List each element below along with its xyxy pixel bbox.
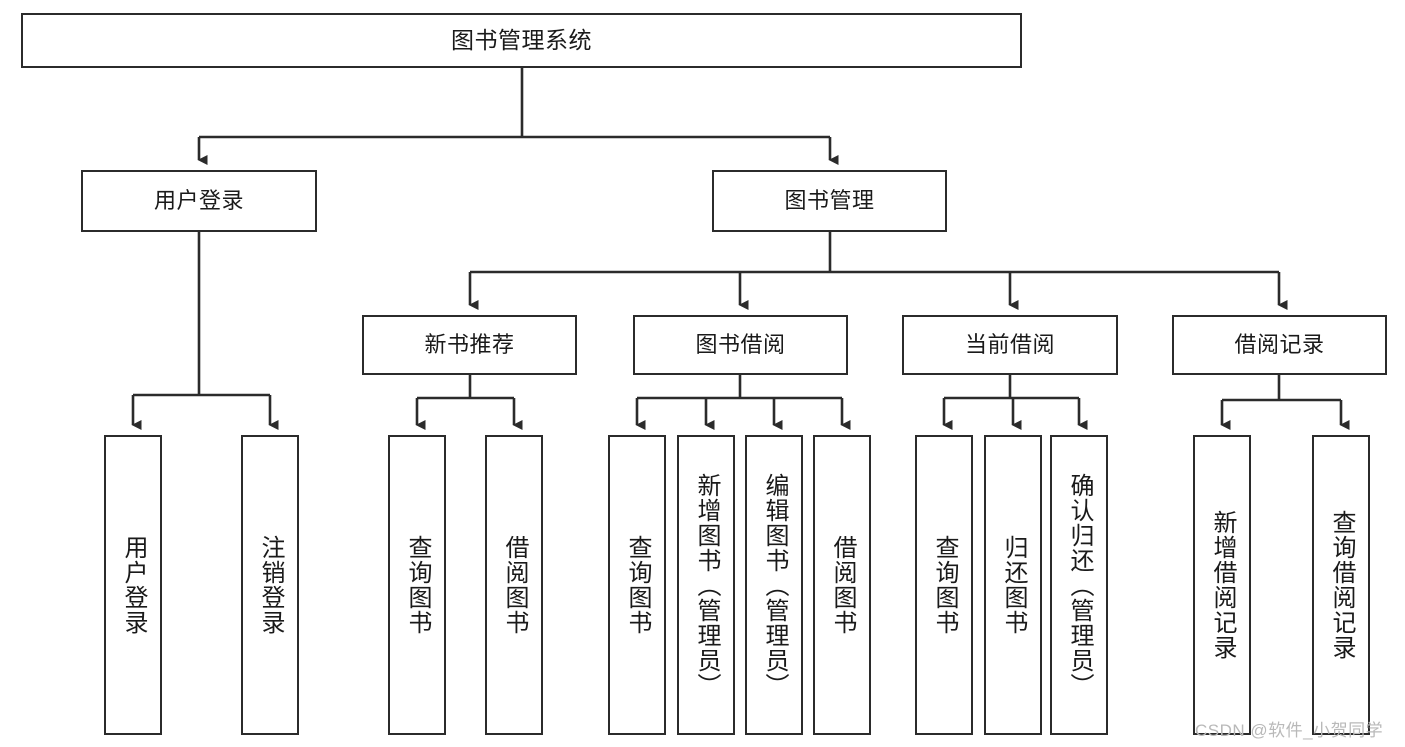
node-leaf-add-borrow-record[interactable]: 新增借阅记录	[1193, 435, 1251, 735]
node-borrow-record[interactable]: 借阅记录	[1172, 315, 1387, 375]
node-label: 图书管理	[784, 188, 875, 213]
node-label: 当前借阅	[964, 332, 1055, 357]
node-leaf-query-book-borrow[interactable]: 查询图书	[608, 435, 666, 735]
edges-borrowrecord-to-leaves	[1220, 375, 1350, 430]
node-label: 新书推荐	[424, 332, 515, 357]
node-label: 查询图书	[623, 535, 651, 635]
node-leaf-return-book[interactable]: 归还图书	[984, 435, 1042, 735]
node-leaf-confirm-return-admin[interactable]: 确认归还（管理员）	[1050, 435, 1108, 735]
node-leaf-logout-login[interactable]: 注销登录	[241, 435, 299, 735]
node-label: 编辑图书（管理员）	[760, 472, 788, 698]
node-label: 查询图书	[403, 535, 431, 635]
node-leaf-add-book-admin[interactable]: 新增图书（管理员）	[677, 435, 735, 735]
edges-userlogin-to-leaves	[131, 232, 279, 430]
node-leaf-user-login[interactable]: 用户登录	[104, 435, 162, 735]
node-label: 图书管理系统	[451, 27, 592, 53]
node-label: 用户登录	[153, 188, 244, 213]
edges-root-to-level2	[197, 68, 839, 165]
node-label: 借阅记录	[1234, 332, 1325, 357]
node-user-login[interactable]: 用户登录	[81, 170, 317, 232]
node-label: 归还图书	[999, 535, 1027, 635]
node-label: 图书借阅	[695, 332, 786, 357]
node-label: 新增图书（管理员）	[692, 472, 720, 698]
node-label: 借阅图书	[828, 535, 856, 635]
edges-newbook-to-leaves	[415, 375, 523, 430]
node-leaf-borrow-book-rec[interactable]: 借阅图书	[485, 435, 543, 735]
node-leaf-query-book-current[interactable]: 查询图书	[915, 435, 973, 735]
node-leaf-query-book-rec[interactable]: 查询图书	[388, 435, 446, 735]
node-root-system[interactable]: 图书管理系统	[21, 13, 1022, 68]
node-leaf-query-borrow-record[interactable]: 查询借阅记录	[1312, 435, 1370, 735]
csdn-watermark: CSDN @软件_小贺同学	[1195, 721, 1384, 740]
node-book-borrow[interactable]: 图书借阅	[633, 315, 848, 375]
node-leaf-borrow-book[interactable]: 借阅图书	[813, 435, 871, 735]
node-label: 确认归还（管理员）	[1065, 472, 1093, 698]
edges-bookborrow-to-leaves	[635, 375, 851, 430]
node-label: 用户登录	[119, 535, 147, 635]
edges-currentborrow-to-leaves	[942, 375, 1088, 430]
node-leaf-edit-book-admin[interactable]: 编辑图书（管理员）	[745, 435, 803, 735]
node-new-book-recommend[interactable]: 新书推荐	[362, 315, 577, 375]
edges-bookmanage-to-level3	[468, 232, 1288, 310]
node-label: 新增借阅记录	[1208, 510, 1236, 660]
node-label: 注销登录	[256, 535, 284, 635]
node-label: 查询借阅记录	[1327, 510, 1355, 660]
node-label: 借阅图书	[500, 535, 528, 635]
node-label: 查询图书	[930, 535, 958, 635]
node-current-borrow[interactable]: 当前借阅	[902, 315, 1118, 375]
node-book-manage[interactable]: 图书管理	[712, 170, 947, 232]
